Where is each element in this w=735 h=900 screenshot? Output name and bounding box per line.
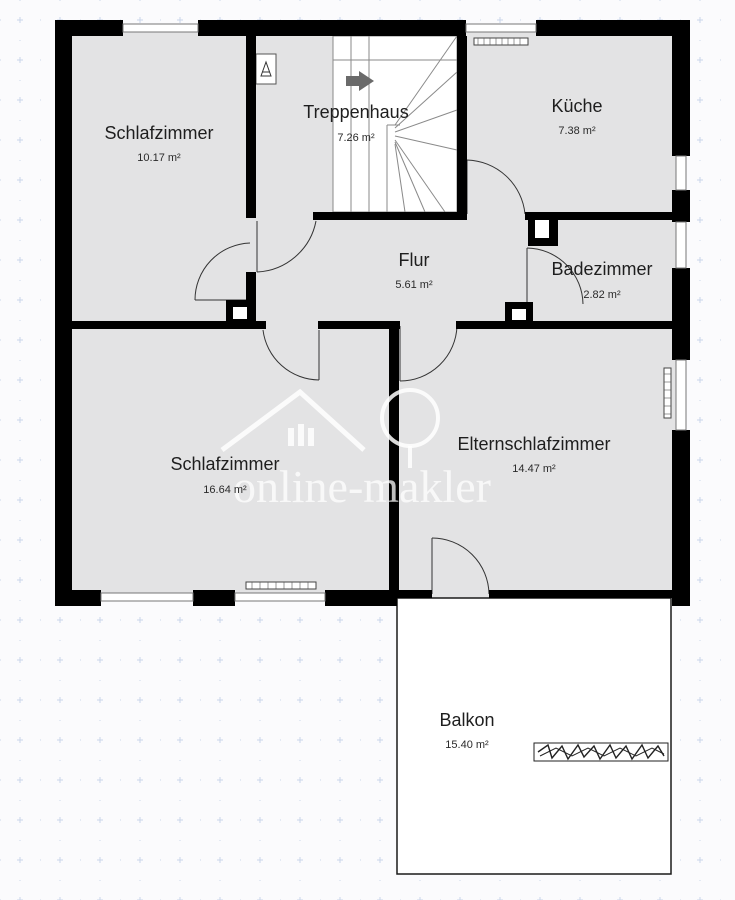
balcony-area	[396, 597, 672, 875]
room-name-balkon: Balkon	[439, 710, 494, 730]
room-name-elternschlafzimmer: Elternschlafzimmer	[457, 434, 610, 454]
room-name-kueche: Küche	[551, 96, 602, 116]
door-swings	[194, 159, 584, 595]
room-area-badezimmer: 2.82 m²	[583, 289, 621, 301]
windows	[100, 23, 687, 602]
room-name-treppenhaus: Treppenhaus	[303, 102, 408, 122]
room-name-schlafzimmer-2: Schlafzimmer	[170, 454, 279, 474]
watermark-text: online-makler	[233, 461, 491, 512]
watermark	[220, 388, 440, 468]
room-area-schlafzimmer-1: 10.17 m²	[137, 152, 181, 164]
room-area-flur: 5.61 m²	[395, 279, 433, 291]
room-area-balkon: 15.40 m²	[445, 739, 489, 751]
chimney-symbol	[255, 53, 277, 85]
shaft-openings	[233, 220, 549, 320]
radiator	[245, 581, 317, 590]
room-area-elternschlafzimmer: 14.47 m²	[512, 463, 556, 475]
room-area-treppenhaus: 7.26 m²	[337, 132, 375, 144]
stair-arrow-icon	[346, 71, 374, 91]
house-icon	[220, 388, 366, 453]
radiator	[663, 367, 672, 419]
room-area-kueche: 7.38 m²	[558, 125, 596, 137]
room-area-schlafzimmer-2: 16.64 m²	[203, 484, 247, 496]
room-name-flur: Flur	[399, 250, 430, 270]
staircase	[332, 35, 458, 213]
room-labels: Schlafzimmer 10.17 m² Treppenhaus 7.26 m…	[104, 96, 652, 751]
walls	[55, 20, 690, 606]
room-name-badezimmer: Badezimmer	[551, 259, 652, 279]
radiators	[245, 37, 672, 590]
planter	[533, 742, 669, 762]
radiator	[473, 37, 529, 46]
room-name-schlafzimmer-1: Schlafzimmer	[104, 123, 213, 143]
